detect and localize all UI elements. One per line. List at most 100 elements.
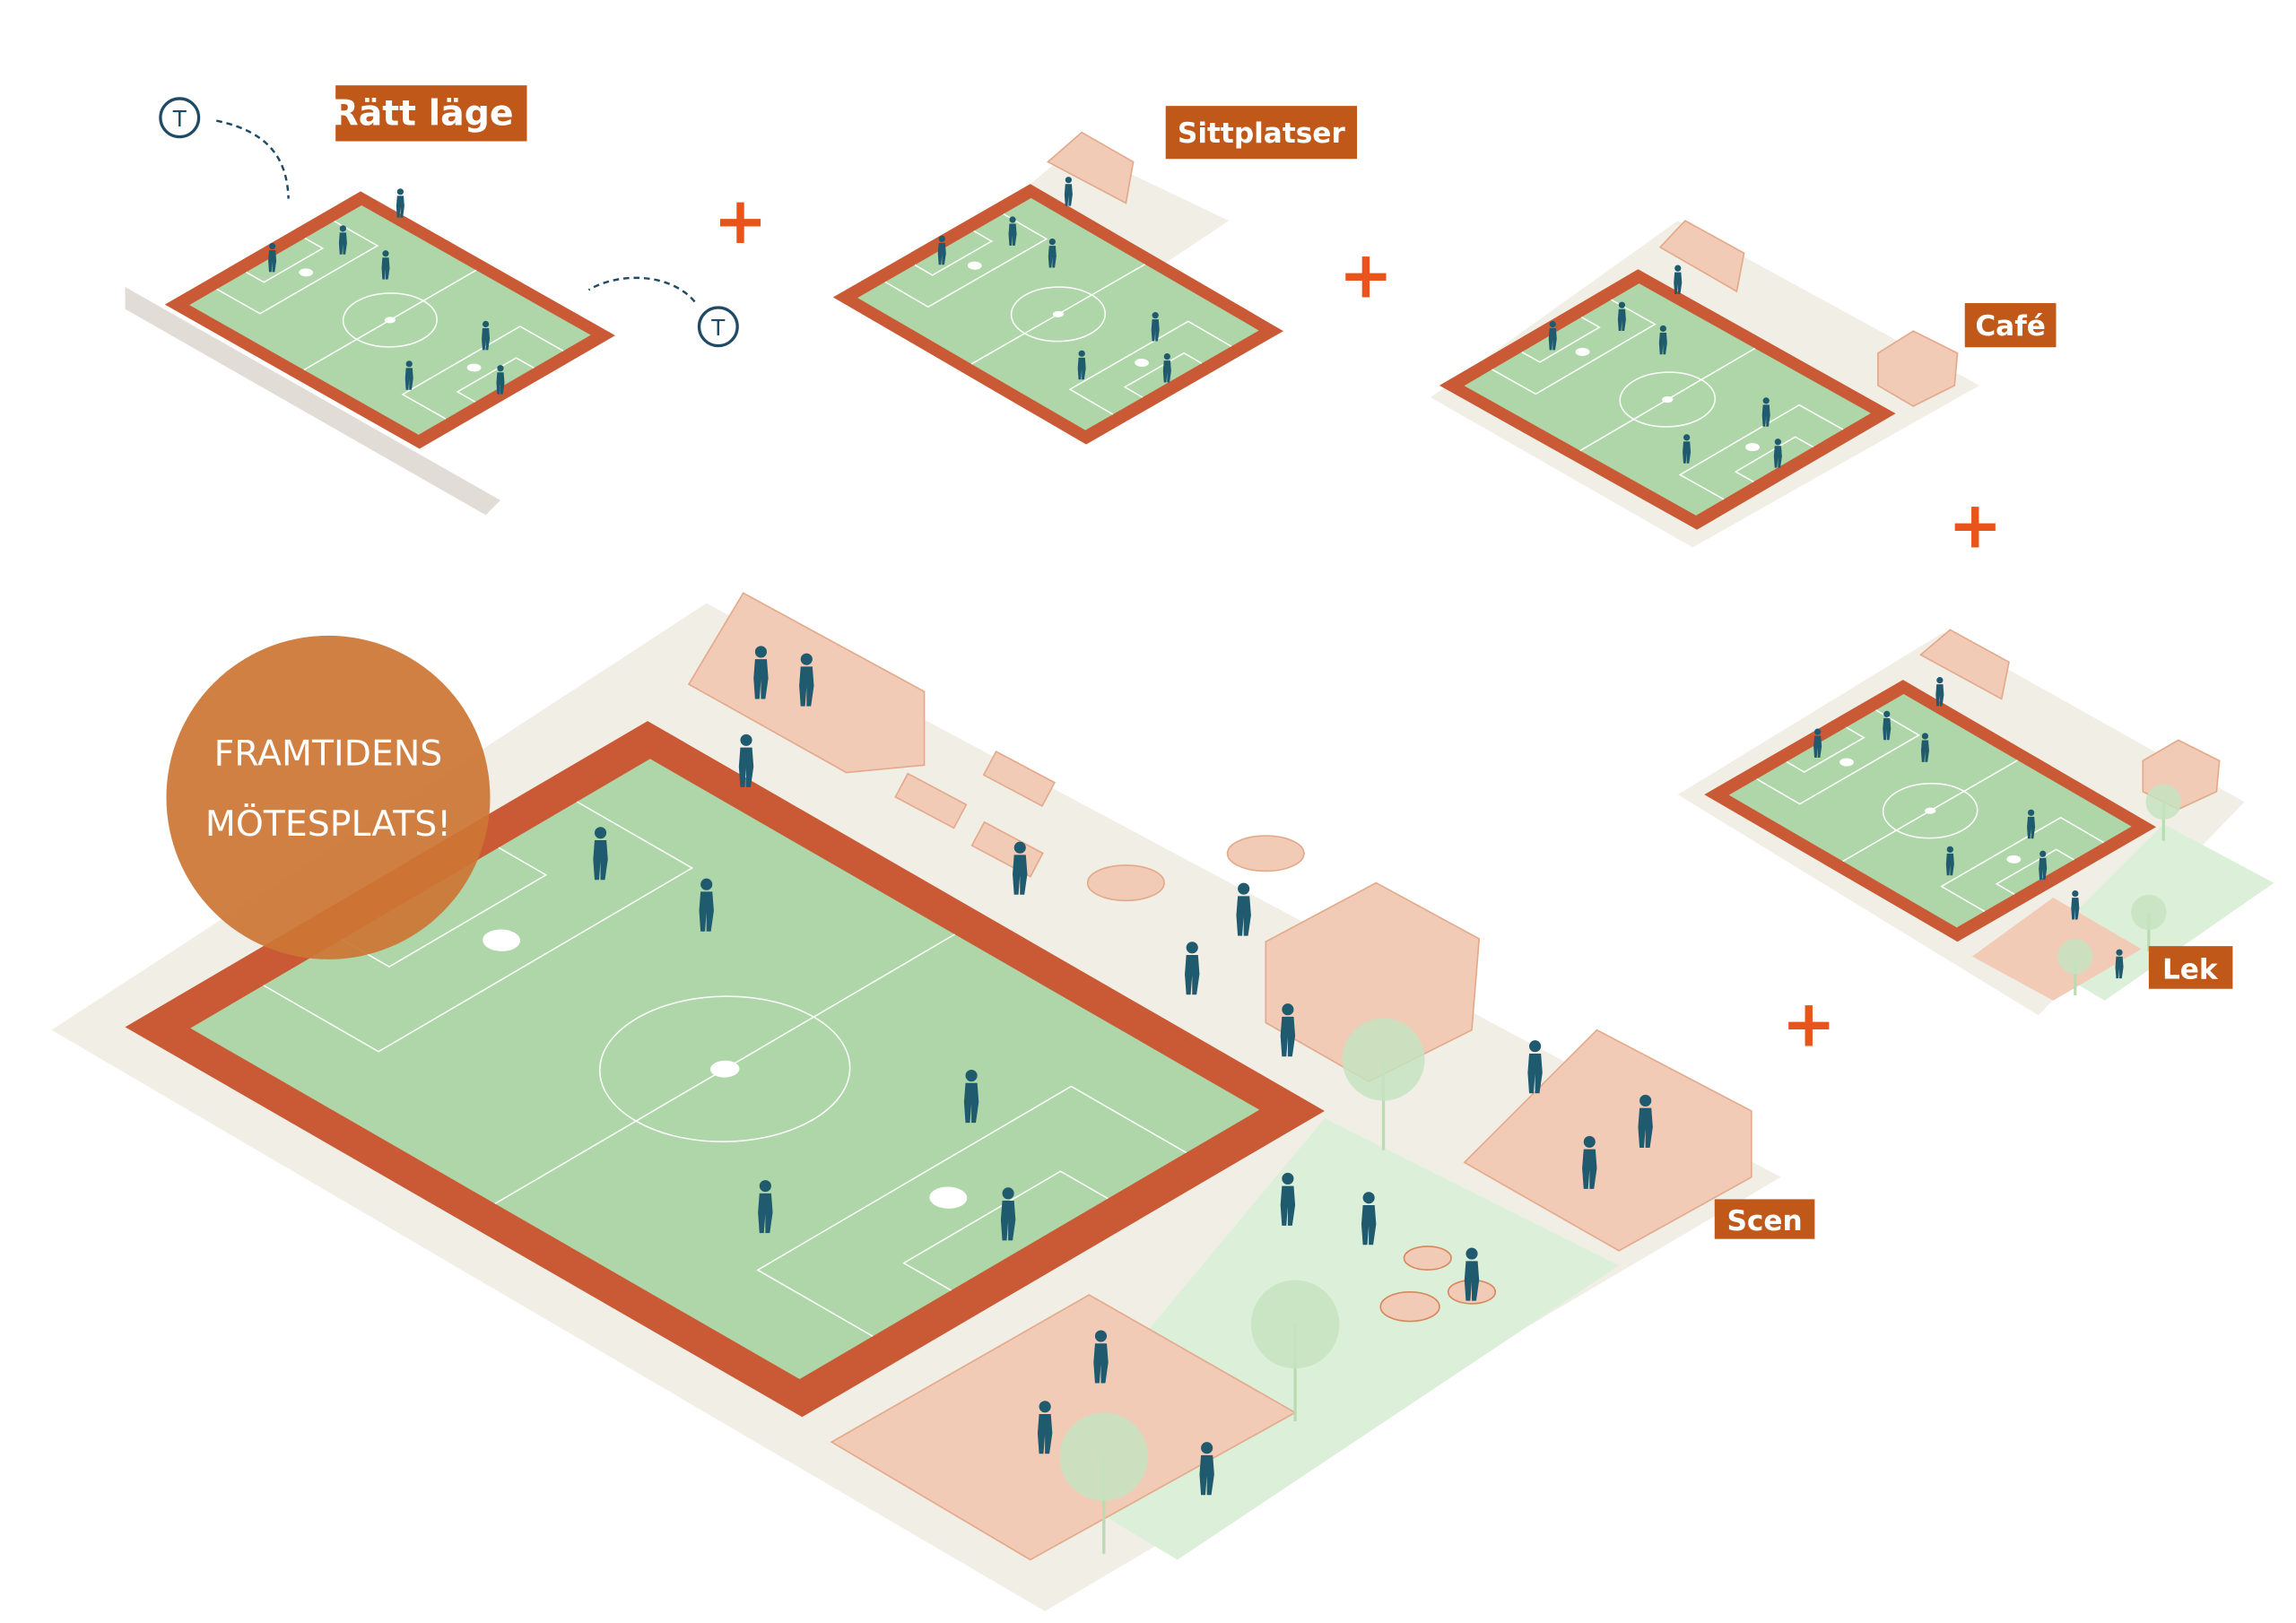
penalty-spot (483, 929, 521, 951)
person-figure-icon (758, 1180, 773, 1234)
center-circle (1864, 772, 1997, 849)
person-figure-icon (338, 225, 347, 255)
penalty-spot (1575, 347, 1590, 357)
people (268, 177, 2124, 1496)
headline-line2: MÖTESPLATS! (205, 803, 451, 845)
trampoline (1379, 1290, 1440, 1323)
goal-box (1996, 849, 2074, 894)
dashed-arrow (216, 119, 290, 199)
person-figure-icon (1935, 677, 1944, 707)
transit-icon: T (697, 306, 739, 348)
label-text: Scen (1726, 1205, 1802, 1237)
goal-box (1787, 727, 1864, 772)
stage (1463, 1028, 1752, 1252)
penalty-spot (466, 363, 482, 372)
center-circle (1600, 361, 1735, 438)
tree-icon (1342, 1018, 1425, 1101)
person-figure-icon (1582, 1135, 1597, 1189)
goal-box (1125, 353, 1202, 397)
umbrella (1226, 835, 1305, 872)
picnic-table (894, 772, 968, 829)
label-text: Lek (2162, 953, 2219, 985)
person-figure-icon (738, 733, 754, 787)
person-figure-icon (1280, 1003, 1296, 1057)
center-circle (324, 282, 457, 359)
football-field (165, 191, 615, 448)
center-circle (992, 276, 1125, 353)
person-figure-icon (482, 320, 491, 351)
plus-icon: + (1782, 987, 1837, 1063)
center-spot (1662, 395, 1674, 404)
label-text: Sittplatser (1178, 117, 1345, 150)
person-figure-icon (799, 653, 814, 707)
penalty-box (1942, 818, 2104, 912)
center-spot (1925, 807, 1936, 814)
person-figure-icon (1037, 1401, 1053, 1454)
penalty-spot (2006, 855, 2022, 864)
person-figure-icon (1464, 1247, 1480, 1301)
transit-icon-letter: T (710, 315, 726, 341)
dashed-arrow (587, 276, 696, 303)
goal-box (1522, 317, 1600, 362)
plus-icon: + (1948, 488, 2003, 563)
person-figure-icon (1617, 301, 1626, 332)
label-text: Rätt läge (331, 92, 513, 134)
person-figure-icon (1883, 710, 1892, 741)
football-field (833, 184, 1283, 444)
football-fields (126, 184, 2157, 1417)
person-figure-icon (1008, 216, 1017, 246)
label-lek: Lek (2148, 946, 2233, 989)
person-figure-icon (1151, 312, 1160, 342)
label-text: Café (1975, 310, 2046, 343)
person-figure-icon (1000, 1187, 1016, 1241)
goal-box (457, 358, 534, 402)
road (125, 286, 500, 516)
person-figure-icon (753, 646, 769, 699)
person-figure-icon (1548, 320, 1557, 351)
penalty-box (1070, 321, 1231, 414)
label-cafe: Café (1964, 303, 2057, 348)
person-figure-icon (1162, 352, 1171, 383)
penalty-box (217, 221, 378, 314)
tree-icon (2145, 784, 2181, 820)
penalty-box (1492, 299, 1656, 394)
person-figure-icon (1658, 325, 1667, 355)
trampoline (1403, 1245, 1452, 1271)
bleachers-small-3 (1658, 220, 1745, 293)
center-circle (548, 967, 901, 1172)
person-figure-icon (1048, 239, 1057, 268)
person-figure-icon (1945, 846, 1954, 876)
picnic-table (982, 750, 1056, 807)
person-figure-icon (937, 235, 946, 265)
plus-signs: ++++ (713, 184, 2002, 1063)
person-figure-icon (1527, 1040, 1543, 1094)
penalty-box (403, 326, 563, 419)
person-figure-icon (2039, 850, 2048, 881)
goal-box (246, 239, 322, 282)
lek-court (1971, 897, 2142, 1001)
goal-box (904, 1171, 1109, 1290)
person-figure-icon (1638, 1094, 1653, 1148)
headline-line1: FRAMTIDENS (214, 733, 443, 774)
person-figure-icon (381, 250, 390, 280)
person-figure-icon (1185, 942, 1200, 995)
person-figure-icon (404, 360, 413, 390)
transit-icon-letter: T (172, 106, 187, 132)
person-figure-icon (1683, 434, 1692, 464)
person-figure-icon (496, 365, 505, 395)
person-figure-icon (1761, 397, 1770, 427)
ballcourt (830, 1294, 1297, 1561)
penalty-spot (967, 261, 982, 270)
umbrella (1086, 864, 1165, 902)
person-figure-icon (699, 878, 714, 932)
penalty-box (758, 1087, 1187, 1337)
person-figure-icon (1093, 1330, 1109, 1384)
goal-box (1735, 437, 1813, 482)
penalty-spot (1745, 443, 1761, 452)
penalty-box (264, 802, 692, 1052)
center-spot (1052, 310, 1065, 317)
person-figure-icon (2115, 949, 2124, 979)
person-figure-icon (2071, 890, 2080, 920)
person-figure-icon (268, 242, 277, 273)
